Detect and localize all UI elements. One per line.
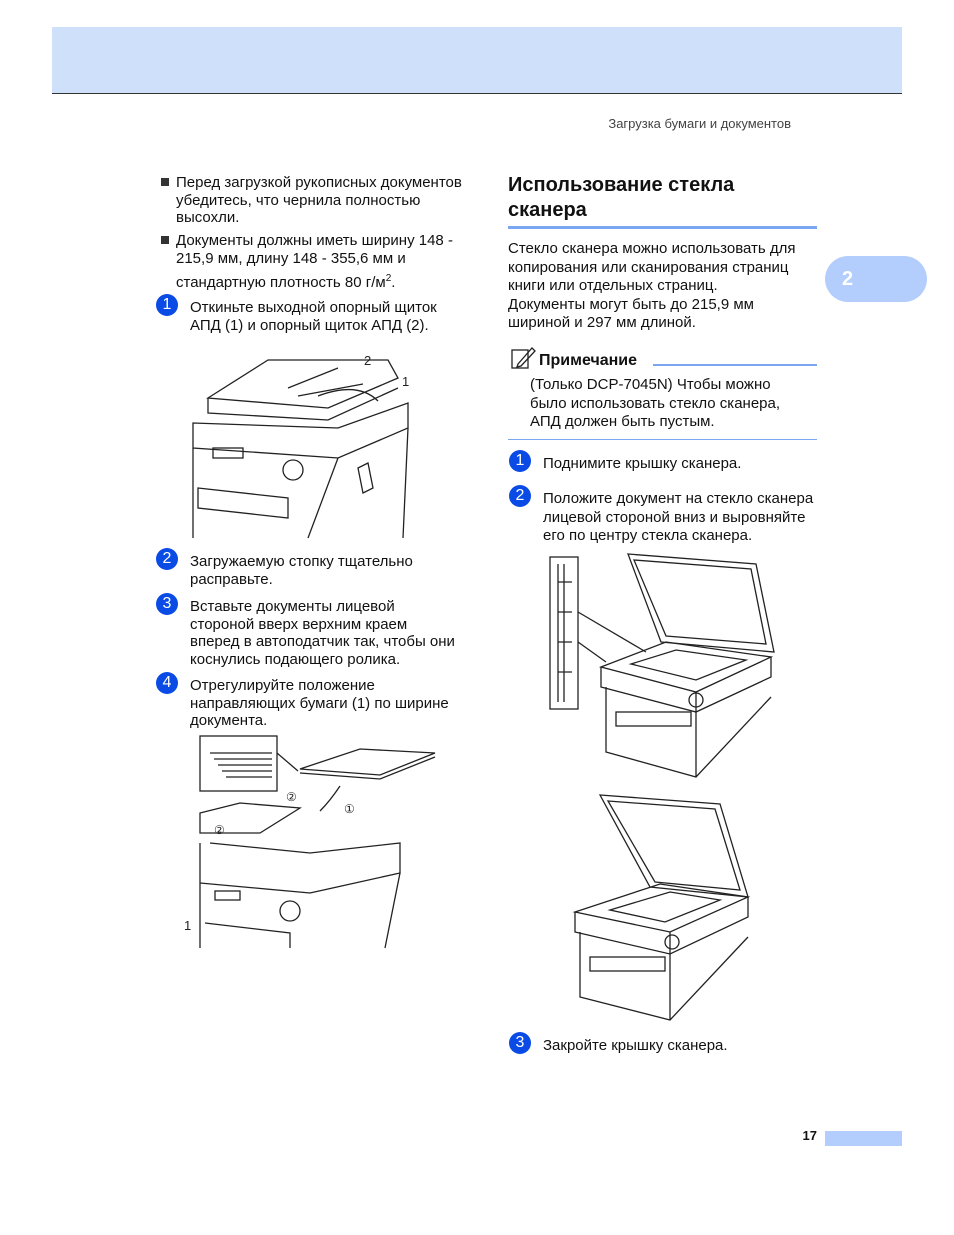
step-number-3: 3 (156, 593, 178, 615)
step-text-r1: Поднимите крышку сканера. (543, 455, 742, 472)
svg-text:②: ② (286, 790, 297, 804)
step-text-r3: Закройте крышку сканера. (543, 1037, 728, 1054)
svg-text:1: 1 (402, 374, 409, 389)
svg-text:2: 2 (364, 353, 371, 368)
chapter-tab: 2 (825, 256, 927, 302)
svg-text:②: ② (214, 823, 225, 837)
figure-scanner-document-placed (572, 794, 751, 1021)
step-number-2: 2 (156, 548, 178, 570)
svg-text:①: ① (344, 802, 355, 816)
note-rule (653, 364, 817, 366)
step-number-r1: 1 (509, 450, 531, 472)
step-number-1: 1 (156, 294, 178, 316)
figure-paper-guides: ② ① ② 1 (184, 735, 436, 949)
figure-scanner-open-document (549, 553, 775, 778)
bullet-text-2: Документы должны иметь ширину 148 -215,9… (176, 232, 453, 291)
section-header: Загрузка бумаги и документов (608, 116, 791, 131)
note-title: Примечание (539, 352, 638, 369)
bullet-icon (161, 236, 169, 244)
bullet-icon (161, 178, 169, 186)
figure-adf-supports: 2 1 (192, 353, 409, 539)
note-pencil-icon (511, 347, 536, 369)
header-band (52, 27, 902, 94)
step-number-r3: 3 (509, 1032, 531, 1054)
svg-text:1: 1 (184, 918, 191, 933)
step-number-r2: 2 (509, 485, 531, 507)
page-number-bar (825, 1131, 902, 1146)
step-number-4: 4 (156, 672, 178, 694)
title-underline (508, 226, 817, 229)
page-number: 17 (802, 1128, 817, 1143)
note-bottom-rule (508, 439, 817, 440)
